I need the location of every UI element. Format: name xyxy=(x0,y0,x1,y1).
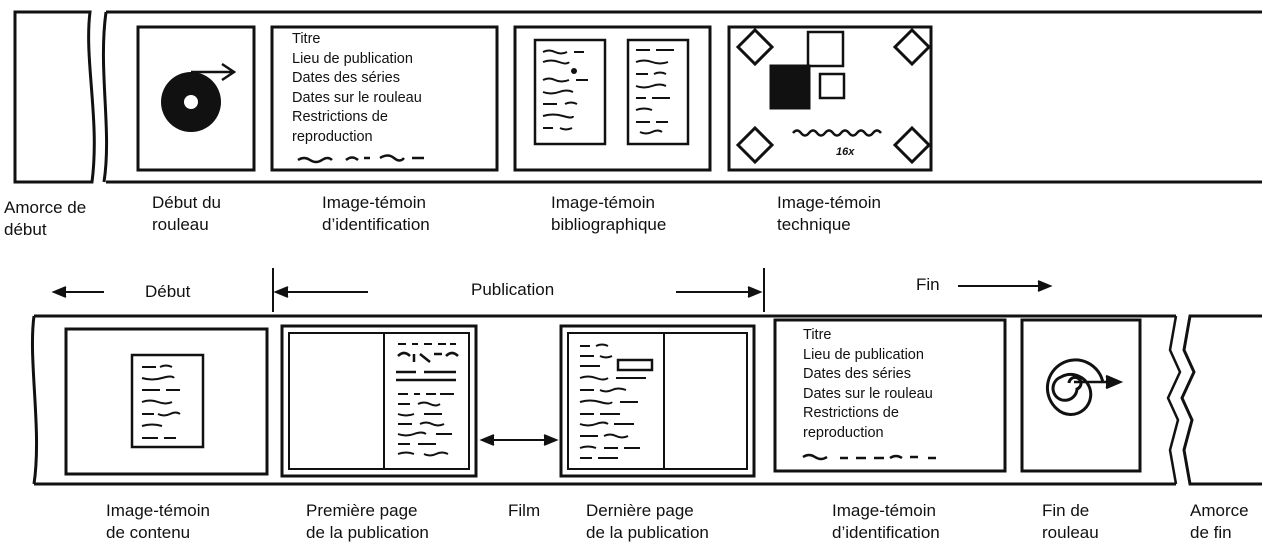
first-page-frame xyxy=(280,324,478,478)
first-page-inner xyxy=(288,332,470,470)
caption-film: Film xyxy=(508,501,541,520)
caption-identification-top: Image-témoin d’identification xyxy=(322,193,430,234)
identification-target-text-top: Titre Lieu de publication Dates des séri… xyxy=(292,30,422,147)
section-arrows xyxy=(51,268,1053,312)
identification-frame-top xyxy=(270,25,499,172)
bottom-film-strip xyxy=(30,314,1176,486)
top-leader-piece xyxy=(13,10,96,184)
id-text-roll-dates: Dates sur le rouleau xyxy=(292,89,422,106)
id-text-restrictions: Restrictions de xyxy=(292,109,388,125)
section-publication-label: Publication xyxy=(471,280,555,299)
last-page-inner xyxy=(567,332,748,470)
wavy-resolution-line xyxy=(792,129,882,137)
id-end-text-roll-dates: Dates sur le rouleau xyxy=(803,385,933,402)
id-end-text-reproduction: reproduction xyxy=(803,424,884,441)
id-end-text-restrictions: Restrictions de xyxy=(803,405,899,421)
roll-end-spiral xyxy=(1045,358,1105,416)
roll-start-hub xyxy=(184,95,198,109)
identification-top-scribble xyxy=(297,154,424,164)
bibliographic-page-right xyxy=(626,38,690,146)
caption-leader: Amorce de début xyxy=(4,198,87,239)
caption-last-page: Dernière page de la publication xyxy=(586,501,709,542)
diamond-bottom-right xyxy=(892,125,932,165)
technical-frame xyxy=(727,25,933,172)
bibliographic-text-scribbles xyxy=(542,49,674,135)
diamond-top-right xyxy=(892,27,932,67)
publication-right-arrowhead xyxy=(747,286,763,298)
start-arrowhead xyxy=(51,286,67,298)
caption-identification-bottom: Image-témoin d’identification xyxy=(832,501,940,542)
section-end-label: Fin xyxy=(916,275,940,294)
last-page-text-scribbles xyxy=(579,343,654,459)
technical-target-marks xyxy=(735,27,932,165)
roll-start-frame xyxy=(136,25,256,172)
id-end-text-title: Titre xyxy=(803,327,832,343)
small-square-outline xyxy=(818,72,846,100)
top-film-strip xyxy=(101,10,1262,184)
caption-roll-end: Fin de rouleau xyxy=(1042,501,1099,542)
black-square xyxy=(769,64,811,110)
contents-frame xyxy=(64,327,269,476)
id-end-text-place: Lieu de publication xyxy=(803,346,924,363)
large-square-outline xyxy=(806,30,845,68)
id-text-reproduction: reproduction xyxy=(292,128,373,145)
bibliographic-page-left xyxy=(533,38,607,146)
id-text-place: Lieu de publication xyxy=(292,50,413,67)
first-page-text-scribbles xyxy=(396,343,459,457)
caption-technical: Image-témoin technique xyxy=(777,193,881,234)
film-arrowhead-right xyxy=(543,434,559,446)
diamond-top-left xyxy=(735,27,775,67)
caption-first-page: Première page de la publication xyxy=(306,501,429,542)
film-arrowhead-left xyxy=(479,434,495,446)
roll-start-arrowhead xyxy=(221,62,237,82)
diamond-bottom-left xyxy=(735,125,775,165)
section-start-label: Début xyxy=(145,282,191,301)
roll-end-arrowhead xyxy=(1105,374,1124,390)
id-end-text-series-dates: Dates des séries xyxy=(803,366,911,382)
identification-frame-bottom xyxy=(773,318,1007,473)
caption-bibliographic: Image-témoin bibliographique xyxy=(551,193,667,234)
id-text-title: Titre xyxy=(292,31,321,47)
publication-left-arrowhead xyxy=(273,286,289,298)
last-page-frame xyxy=(559,324,756,478)
caption-trailer: Amorce de fin xyxy=(1190,501,1249,542)
technical-scale-note: 16x xyxy=(836,146,855,158)
trailer-piece xyxy=(1180,314,1262,486)
caption-roll-start: Début du rouleau xyxy=(152,193,221,234)
id-text-series-dates: Dates des séries xyxy=(292,70,400,86)
end-arrowhead xyxy=(1037,280,1053,292)
contents-text-scribbles xyxy=(141,364,181,439)
bottom-film-torn-edge xyxy=(1166,315,1182,485)
bibliographic-dot xyxy=(571,68,577,74)
bibliographic-frame xyxy=(513,25,712,172)
contents-page xyxy=(130,353,205,449)
caption-contents: Image-témoin de contenu xyxy=(106,501,210,542)
roll-end-frame xyxy=(1020,318,1142,473)
identification-target-text-bottom: Titre Lieu de publication Dates des séri… xyxy=(803,326,933,443)
identification-bottom-scribble xyxy=(802,453,936,461)
